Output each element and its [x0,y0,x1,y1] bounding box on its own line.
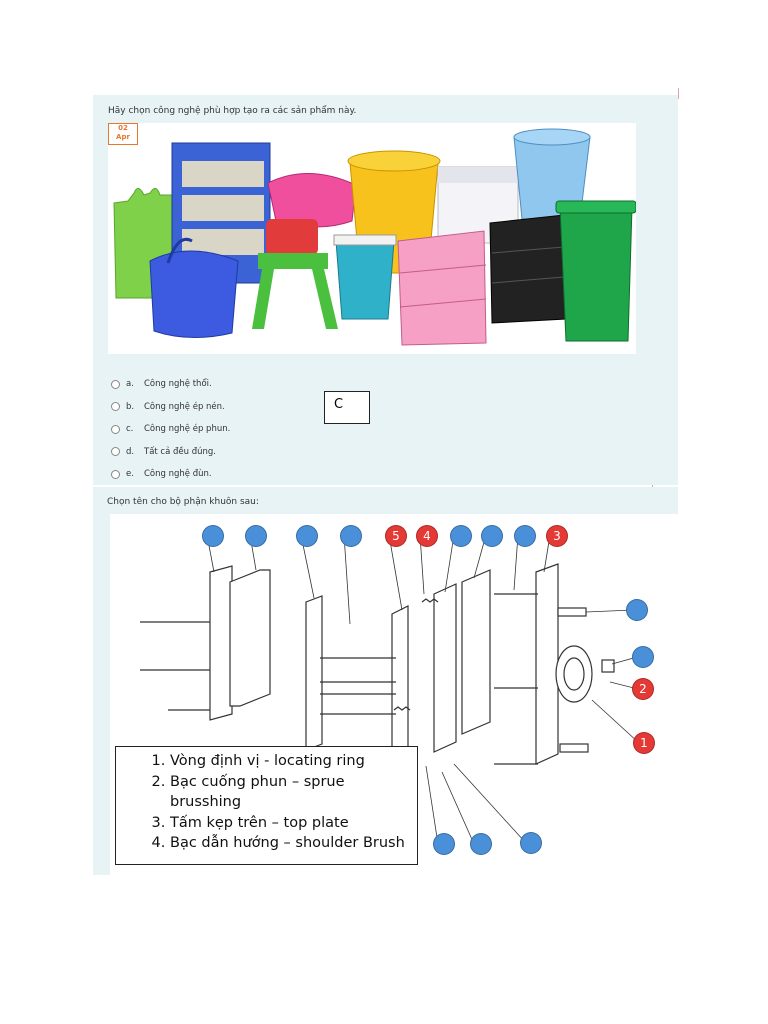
option-letter: c. [126,424,134,435]
option-d[interactable]: d. Tất cả đều đúng. [111,441,230,464]
radio-button[interactable] [111,402,120,412]
option-a[interactable]: a. Công nghệ thổi. [111,373,230,396]
question-1-prompt: Hãy chọn công nghệ phù hợp tạo ra các sả… [108,106,357,116]
callout-marker-blank [514,525,536,547]
callout-marker-blank [470,833,492,855]
parts-legend-box: Vòng định vị - locating ring Bạc cuống p… [115,746,418,865]
date-badge-month: Apr [116,133,130,141]
legend-item: Vòng định vị - locating ring [170,751,417,772]
question-2-prompt: Chọn tên cho bộ phận khuôn sau: [107,497,259,507]
callout-marker-blank [626,599,648,621]
question-1-panel: Hãy chọn công nghệ phù hợp tạo ra các sả… [93,95,678,485]
date-badge-day: 02 [118,124,128,132]
option-text: Công nghệ đùn. [144,469,212,480]
callout-marker-3: 3 [546,525,568,547]
callout-marker-2: 2 [632,678,654,700]
radio-button[interactable] [111,447,120,457]
option-letter: b. [126,401,135,412]
plastic-products-illustration [113,128,637,346]
option-e[interactable]: e. Công nghệ đùn. [111,463,230,486]
radio-button[interactable] [111,424,120,434]
callout-marker-blank [481,525,503,547]
option-text: Tất cả đều đúng. [144,446,217,457]
callout-marker-1: 1 [633,732,655,754]
option-letter: d. [126,446,135,457]
legend-item: Tấm kẹp trên – top plate [170,813,417,834]
date-badge: 02 Apr [108,123,138,145]
legend-item: Bạc dẫn hướng – shoulder Brush [170,833,417,854]
callout-marker-blank [632,646,654,668]
callout-marker-blank [202,525,224,547]
option-text: Công nghệ ép nén. [144,401,225,412]
callout-marker-blank [245,525,267,547]
callout-marker-blank [520,832,542,854]
parts-legend-list: Vòng định vị - locating ring Bạc cuống p… [116,751,417,854]
mold-exploded-view [140,534,640,845]
option-letter: a. [126,379,134,390]
answer-text-box[interactable]: C [324,391,370,424]
products-image [108,123,637,354]
option-text: Công nghệ thổi. [144,379,212,390]
callout-marker-4: 4 [416,525,438,547]
callout-marker-blank [433,833,455,855]
callout-marker-blank [340,525,362,547]
legend-item: Bạc cuống phun – sprue brusshing [170,772,417,813]
radio-button[interactable] [111,469,120,479]
answer-options: a. Công nghệ thổi. b. Công nghệ ép nén. … [111,373,230,486]
option-text: Công nghệ ép phun. [144,424,231,435]
radio-button[interactable] [111,379,120,389]
callout-marker-blank [296,525,318,547]
callout-marker-5: 5 [385,525,407,547]
option-c[interactable]: c. Công nghệ ép phun. [111,418,230,441]
option-letter: e. [126,469,134,480]
option-b[interactable]: b. Công nghệ ép nén. [111,396,230,419]
callout-marker-blank [450,525,472,547]
